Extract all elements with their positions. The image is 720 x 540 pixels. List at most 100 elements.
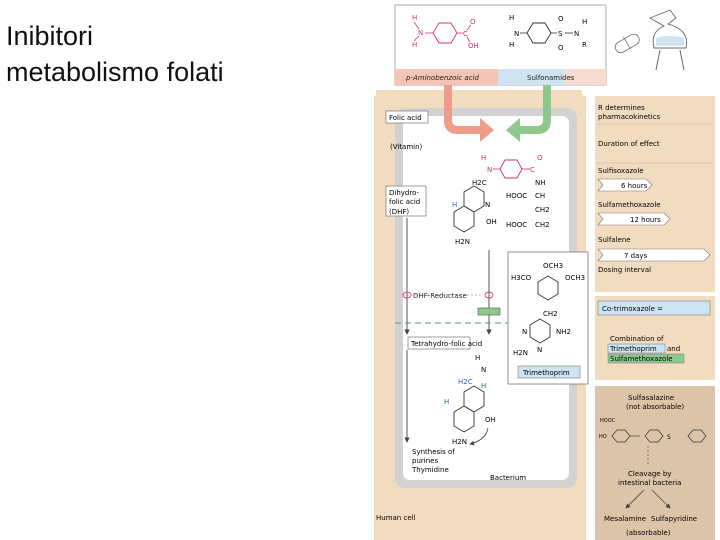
pill-icon (614, 33, 640, 54)
tmp-n2: N (537, 346, 542, 354)
dhf-o: O (537, 154, 543, 162)
sulfa-r: R (582, 41, 587, 49)
sulfonamide-structure: H H N S O O N H R (509, 14, 587, 52)
sulfasalazine-panel (595, 386, 715, 540)
dhf-line-3: (DHF) (389, 208, 409, 216)
paba-label-bg (395, 69, 498, 85)
thf-h1: H (475, 354, 480, 362)
paba-c: C (463, 30, 468, 38)
tmp-och3-right: OCH3 (565, 274, 585, 282)
dhf-ch2a: CH2 (535, 206, 550, 214)
tmp-ch2: CH2 (543, 310, 558, 318)
thf-structure: H N H2C H H OH H2N (444, 354, 496, 446)
ssz-ho: HO (599, 434, 607, 440)
tmp-n1: N (522, 328, 527, 336)
paba-h1: H (412, 14, 417, 22)
ssz-hooc: HOOC (600, 418, 616, 424)
sulfa-h1: H (509, 14, 514, 22)
dhf-h: H (481, 154, 486, 162)
folic-acid-box (385, 110, 429, 124)
tmp-nh2: NH2 (556, 328, 571, 336)
dhf-n2: N (485, 201, 490, 209)
comb-sulfamethoxazole: Sulfamethoxazole (610, 355, 673, 363)
slide-title: Inibitori metabolismo folati (6, 18, 224, 90)
cotrimoxazole-box (597, 300, 711, 316)
bacterium-label: Bacterium (490, 474, 526, 482)
sulfalene-label: Sulfalene (598, 236, 631, 244)
seven-days-arrow (597, 248, 711, 262)
pharmacokinetics-label: pharmacokinetics (598, 113, 660, 121)
synthesis-line-2: purines (412, 457, 438, 465)
sulfapyridine-label: Sulfapyridine (651, 515, 697, 523)
dhf-ch: CH (535, 192, 545, 200)
flask-icon (648, 9, 688, 71)
thf-hblue1: H (481, 382, 486, 390)
thf-h2n: H2N (452, 438, 467, 446)
human-cell-label: Human cell (376, 514, 416, 522)
tmp-och3-top: OCH3 (543, 262, 563, 270)
folic-acid-label: Folic acid (389, 114, 422, 122)
sulfa-o2: O (558, 44, 564, 52)
trimethoprim-structure: OCH3 H3CO OCH3 CH2 N N NH2 H2N (511, 262, 585, 357)
dhf-hooc1: HOOC (506, 192, 527, 200)
tmp-h2n: H2N (513, 349, 528, 357)
thf-label: Tetrahydro-folic acid (410, 340, 482, 348)
and-label: and (667, 345, 680, 353)
dosing-interval-label: Dosing interval (598, 266, 651, 274)
comb-trimethoprim: Trimethoprim (609, 345, 657, 353)
absorbable-label: (absorbable) (626, 529, 671, 537)
dhf-nh: NH (535, 179, 546, 187)
sulfasalazine-label: Sulfasalazine (628, 394, 674, 402)
paba-oh: OH (468, 42, 479, 50)
seven-days: 7 days (624, 252, 648, 260)
combination-label: Combination of (610, 335, 664, 343)
thf-n1: N (481, 366, 486, 374)
twelve-hours-arrow (597, 212, 671, 226)
twelve-hours: 12 hours (630, 216, 661, 224)
trimethoprim-label: Trimethoprim (522, 369, 570, 377)
trimethoprim-label-box (517, 365, 581, 379)
title-line-1: Inibitori (6, 21, 94, 51)
dhf-hblue: H (452, 201, 457, 209)
synthesis-line-1: Synthesis of (412, 448, 455, 456)
thf-h2c: H2C (458, 378, 473, 386)
dhf-line-1: Dihydro- (389, 189, 419, 197)
sulfa-n2: N (574, 30, 579, 38)
paba-label: p-Aminobenzoic acid (405, 74, 479, 82)
dhf-structure: H N C O H2C NH HOOC CH CH2 HOOC CH2 H N … (452, 154, 550, 246)
six-hours: 6 hours (621, 182, 648, 190)
synthesis-line-3: Thymidine (411, 466, 449, 474)
duration-label: Duration of effect (598, 140, 660, 148)
dhf-h2c: H2C (472, 179, 487, 187)
title-line-2: metabolismo folati (6, 57, 224, 87)
cotrimoxazole-label: Co-trimoxazole = (602, 305, 663, 313)
dhf-ch2b: CH2 (535, 221, 550, 229)
paba-h2: H (412, 41, 417, 49)
inhibition-bar (477, 307, 501, 316)
sulfa-s: S (558, 30, 563, 38)
thf-oh: OH (485, 416, 496, 424)
comb-trimethoprim-box (607, 343, 666, 354)
paba-structure: H H N C O OH (412, 14, 479, 50)
six-hours-arrow (597, 178, 653, 192)
sulfisoxazole-label: Sulfisoxazole (598, 167, 644, 175)
sulfa-o1: O (558, 15, 564, 23)
dhf-hooc2: HOOC (506, 221, 527, 229)
pharmacokinetics-panel (595, 96, 715, 292)
thf-box (407, 336, 471, 350)
dhf-c: C (530, 166, 535, 174)
sulfa-label: Sulfonamides (527, 74, 575, 82)
paba-o: O (470, 18, 476, 26)
tmp-h3co: H3CO (511, 274, 532, 282)
vitamin-label: (Vitamin) (390, 143, 423, 151)
dhf-oh: OH (486, 218, 497, 226)
thf-hblue2: H (444, 398, 449, 406)
dhf-n: N (487, 166, 492, 174)
cleavage-line-1: Cleavage by (628, 470, 671, 478)
dhf-box (385, 185, 427, 217)
mesalamine-label: Mesalamine (604, 515, 646, 523)
paba-n: N (418, 29, 423, 37)
ssz-s: S (667, 434, 671, 441)
comb-sulfamethoxazole-box (607, 353, 685, 364)
